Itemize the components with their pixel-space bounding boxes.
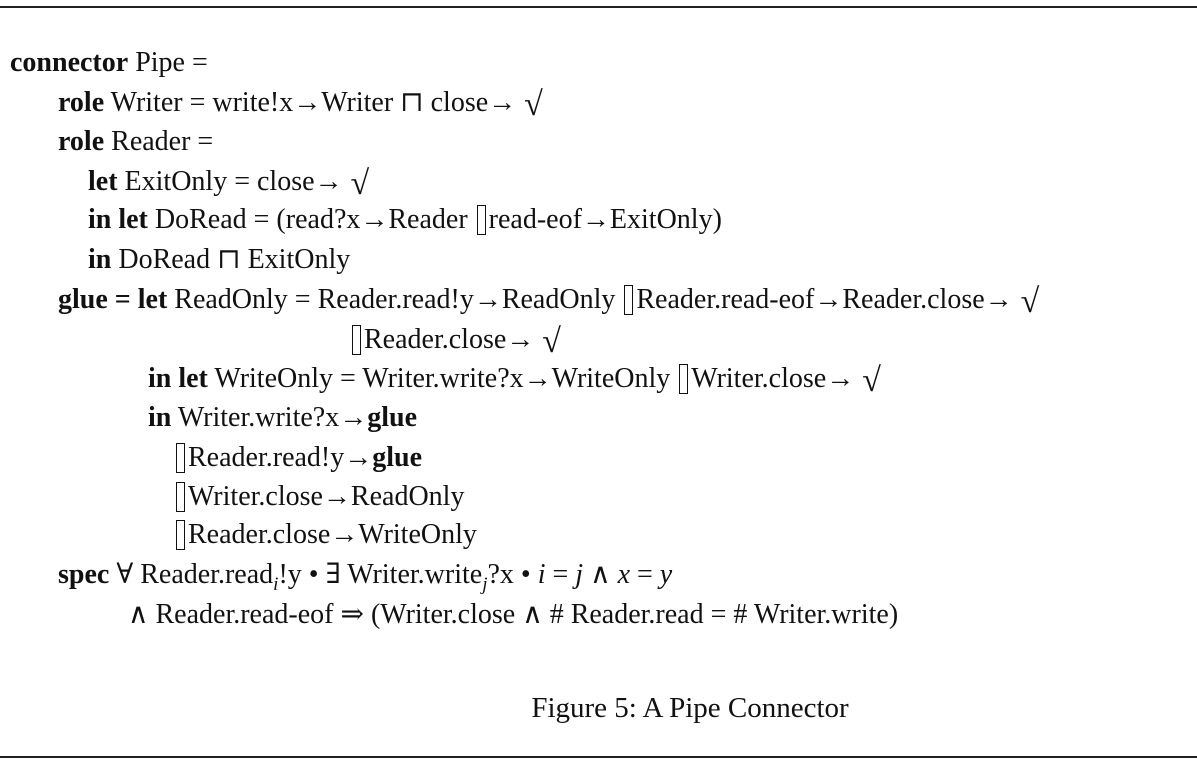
top-rule: [0, 6, 1197, 8]
line-connector: connector Pipe =: [10, 46, 208, 80]
writeonly-def: WriteOnly = Writer.write?x→WriteOnly: [207, 363, 678, 394]
kw-connector: connector: [10, 47, 129, 78]
line-in-let-writeonly: in let WriteOnly = Writer.write?x→WriteO…: [148, 362, 881, 398]
kw-in: in: [148, 402, 172, 433]
tick-symbol: √: [1020, 283, 1040, 320]
figure-caption: Figure 5: A Pipe Connector: [531, 692, 849, 724]
kw-in: in: [88, 244, 112, 275]
line-writer-close: Writer.close→ReadOnly: [174, 480, 464, 514]
glue-body-1: Writer.write?x→: [171, 402, 368, 433]
reader-def: Reader =: [104, 126, 214, 157]
var-x: x: [617, 559, 630, 590]
line-reader-close: Reader.close→WriteOnly: [174, 518, 477, 552]
readonly-def: ReadOnly = Reader.read!y→ReadOnly: [167, 284, 623, 315]
glue-body-4: Reader.close→WriteOnly: [188, 519, 477, 550]
tick-symbol: √: [862, 362, 881, 399]
doread-alt: read-eof→ExitOnly): [488, 204, 722, 235]
line-readonly-close: Reader.close→√: [350, 323, 561, 359]
tick-symbol: √: [350, 165, 370, 202]
var-y: y: [659, 559, 673, 590]
glue-body-3: Writer.close→ReadOnly: [188, 481, 465, 512]
glue-body-2: Reader.read!y→: [188, 442, 373, 473]
line-in-let-doread: in let DoRead = (read?x→Reader read-eof→…: [88, 203, 722, 237]
line-in-writer-write: in Writer.write?x→glue: [148, 401, 417, 435]
kw-glue: glue: [367, 402, 417, 433]
spec-eq-2: =: [630, 559, 660, 590]
kw-glue-let: glue = let: [58, 284, 168, 315]
spec-part-c: ?x •: [487, 559, 538, 590]
subscript-j: j: [482, 574, 488, 595]
spec-continuation: ∧ Reader.read-eof ⇒ (Writer.close ∧ # Re…: [128, 599, 899, 630]
line-role-writer: role Writer = write!x→Writer ⊓ close→√: [58, 86, 543, 122]
doread-def: DoRead = (read?x→Reader: [147, 204, 475, 235]
spec-part-b: !y • ∃ Writer.write: [278, 559, 483, 590]
line-spec: spec ∀ Reader.readi!y • ∃ Writer.writej?…: [58, 558, 672, 595]
external-choice-symbol: [176, 443, 185, 473]
readonly-close: Reader.close→: [364, 324, 535, 355]
external-choice-symbol: [679, 364, 689, 394]
var-j: j: [575, 559, 584, 590]
kw-role: role: [58, 87, 105, 118]
kw-in-let: in let: [88, 204, 148, 235]
readonly-alt: Reader.read-eof→Reader.close→: [636, 284, 1013, 315]
pipe-connector-spec: connector Pipe = role Writer = write!x→W…: [10, 46, 1039, 632]
line-let-exitonly: let ExitOnly = close→√: [88, 165, 369, 201]
external-choice-symbol: [176, 520, 185, 550]
spec-and: ∧: [583, 559, 618, 590]
var-i: i: [537, 559, 546, 590]
line-glue-readonly: glue = let ReadOnly = Reader.read!y→Read…: [58, 283, 1039, 319]
line-in-doread: in DoRead ⊓ ExitOnly: [88, 243, 350, 277]
tick-symbol: √: [542, 323, 561, 360]
line-role-reader: role Reader =: [58, 125, 213, 159]
spec-eq-1: =: [545, 559, 576, 590]
exitonly-def: ExitOnly = close→: [117, 166, 343, 197]
kw-in-let: in let: [148, 363, 208, 394]
kw-glue: glue: [372, 442, 423, 473]
external-choice-symbol: [476, 205, 486, 235]
line-spec-cont: ∧ Reader.read-eof ⇒ (Writer.close ∧ # Re…: [128, 598, 898, 632]
subscript-i: i: [273, 574, 279, 595]
connector-name: Pipe =: [128, 47, 208, 78]
writer-def: Writer = write!x→Writer ⊓ close→: [104, 87, 517, 118]
doread-body: DoRead ⊓ ExitOnly: [111, 244, 351, 275]
line-reader-read: Reader.read!y→glue: [174, 441, 422, 475]
external-choice-symbol: [352, 325, 361, 355]
tick-symbol: √: [524, 86, 543, 123]
external-choice-symbol: [624, 285, 634, 315]
kw-role: role: [58, 126, 105, 157]
kw-spec: spec: [58, 559, 110, 590]
kw-let: let: [88, 166, 118, 197]
external-choice-symbol: [176, 482, 185, 512]
writeonly-alt: Writer.close→: [691, 363, 855, 394]
spec-part-a: ∀ Reader.read: [109, 559, 274, 590]
bottom-rule: [0, 756, 1197, 758]
